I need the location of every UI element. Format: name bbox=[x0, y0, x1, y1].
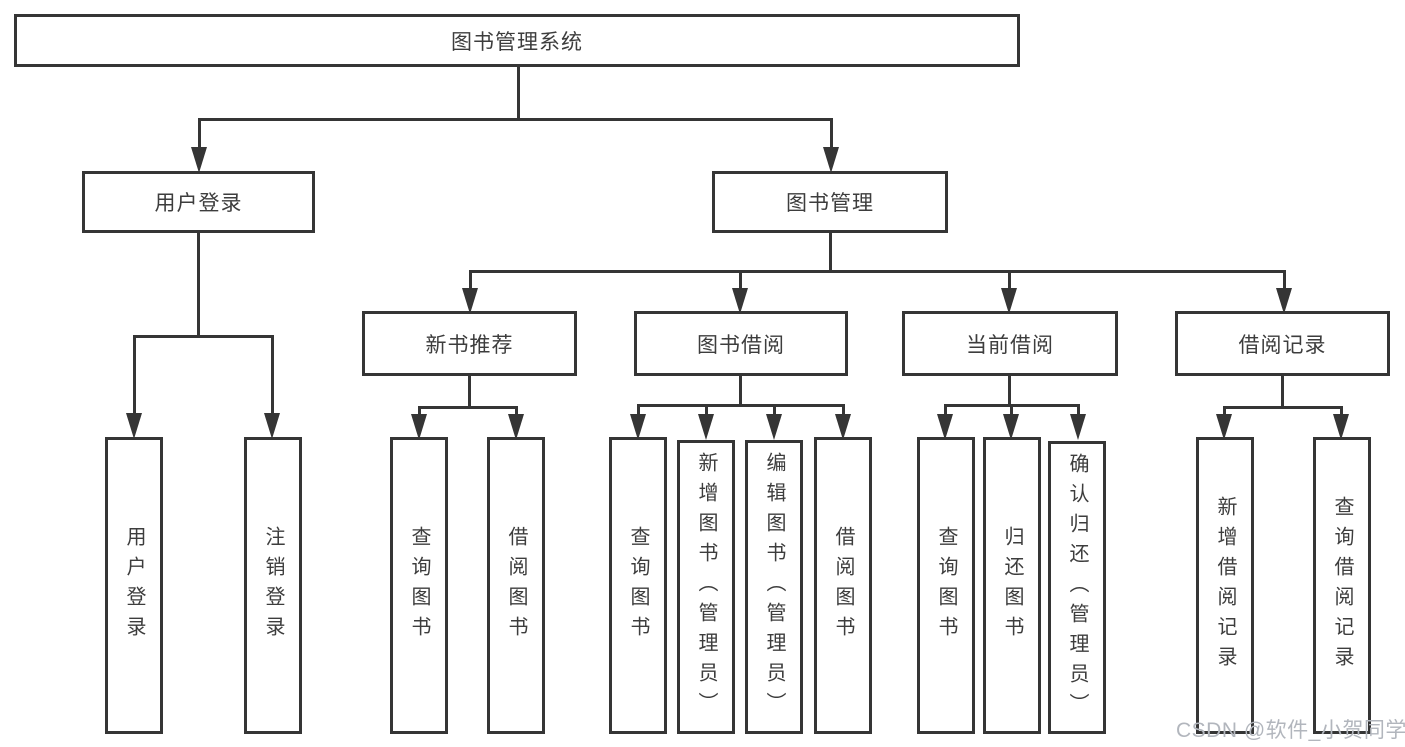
connector-line bbox=[944, 404, 947, 416]
arrow-down-icon bbox=[937, 414, 953, 440]
node-current-borrowing: 当前借阅 bbox=[902, 311, 1118, 376]
arrow-down-icon bbox=[823, 147, 839, 173]
connector-line bbox=[637, 404, 845, 407]
connector-line bbox=[197, 233, 200, 337]
leaf-add-borrow-record: 新增借阅记录 bbox=[1196, 437, 1254, 734]
node-label: 查询图书 bbox=[935, 525, 957, 646]
node-label: 归还图书 bbox=[1001, 525, 1023, 646]
leaf-confirm-return-admin: 确认归还（管理员） bbox=[1048, 441, 1106, 734]
connector-line bbox=[418, 406, 421, 416]
node-label: 注销登录 bbox=[262, 525, 284, 646]
csdn-watermark: CSDN @软件_小贺同学 bbox=[1176, 719, 1405, 742]
node-new-book-recommend: 新书推荐 bbox=[362, 311, 577, 376]
arrow-down-icon bbox=[835, 414, 851, 440]
connector-line bbox=[1077, 404, 1080, 416]
connector-line bbox=[515, 406, 518, 416]
connector-line bbox=[637, 404, 640, 416]
connector-line bbox=[1283, 270, 1286, 290]
connector-line bbox=[1010, 404, 1013, 416]
leaf-query-borrow-record: 查询借阅记录 bbox=[1313, 437, 1371, 734]
node-label: 用户登录 bbox=[154, 192, 243, 215]
arrow-down-icon bbox=[1333, 414, 1349, 440]
arrow-down-icon bbox=[630, 414, 646, 440]
node-label: 当前借阅 bbox=[966, 333, 1054, 357]
arrow-down-icon bbox=[411, 414, 427, 440]
connector-line bbox=[773, 404, 776, 416]
node-label: 图书管理 bbox=[786, 192, 874, 215]
node-label: 编辑图书（管理员） bbox=[763, 452, 785, 722]
connector-line bbox=[271, 335, 274, 415]
node-label: 新增图书（管理员） bbox=[695, 452, 717, 722]
arrow-down-icon bbox=[462, 288, 478, 314]
leaf-logout: 注销登录 bbox=[244, 437, 302, 734]
node-label: 图书管理系统 bbox=[451, 30, 583, 54]
arrow-down-icon bbox=[264, 413, 280, 439]
leaf-return-book: 归还图书 bbox=[983, 437, 1041, 734]
connector-line bbox=[705, 404, 708, 416]
connector-line bbox=[830, 118, 833, 150]
connector-line bbox=[198, 118, 201, 150]
leaf-user-login: 用户登录 bbox=[105, 437, 163, 734]
leaf-borrow-books-borrowing: 借阅图书 bbox=[814, 437, 872, 734]
leaf-borrow-books-recommend: 借阅图书 bbox=[487, 437, 545, 734]
node-borrowing-records: 借阅记录 bbox=[1175, 311, 1390, 376]
arrow-down-icon bbox=[126, 413, 142, 439]
connector-line bbox=[133, 335, 136, 415]
leaf-query-books-borrowing: 查询图书 bbox=[609, 437, 667, 734]
connector-line bbox=[1008, 376, 1011, 406]
connector-line bbox=[1223, 406, 1343, 409]
connector-line bbox=[1340, 406, 1343, 416]
connector-line bbox=[1281, 376, 1284, 408]
node-label: 用户登录 bbox=[123, 525, 145, 646]
node-library-management-system: 图书管理系统 bbox=[14, 14, 1020, 67]
arrow-down-icon bbox=[1276, 288, 1292, 314]
connector-line bbox=[842, 404, 845, 416]
arrow-down-icon bbox=[766, 414, 782, 440]
node-label: 查询借阅记录 bbox=[1331, 495, 1353, 676]
connector-line bbox=[829, 233, 832, 272]
connector-line bbox=[739, 376, 742, 406]
arrow-down-icon bbox=[732, 288, 748, 314]
node-label: 查询图书 bbox=[627, 525, 649, 646]
node-label: 确认归还（管理员） bbox=[1066, 452, 1088, 723]
connector-line bbox=[198, 118, 833, 121]
connector-line bbox=[469, 270, 1286, 273]
arrow-down-icon bbox=[1070, 414, 1086, 440]
connector-line bbox=[1008, 270, 1011, 290]
connector-line bbox=[468, 376, 471, 408]
arrow-down-icon bbox=[1216, 414, 1232, 440]
arrow-down-icon bbox=[1001, 288, 1017, 314]
leaf-add-book-admin: 新增图书（管理员） bbox=[677, 440, 735, 734]
node-label: 借阅记录 bbox=[1238, 333, 1327, 357]
node-label: 新书推荐 bbox=[425, 333, 514, 357]
arrow-down-icon bbox=[1003, 414, 1019, 440]
node-label: 查询图书 bbox=[408, 525, 430, 646]
node-label: 借阅图书 bbox=[505, 525, 527, 646]
connector-line bbox=[133, 335, 274, 338]
node-label: 新增借阅记录 bbox=[1214, 495, 1236, 676]
leaf-edit-book-admin: 编辑图书（管理员） bbox=[745, 440, 803, 734]
node-label: 图书借阅 bbox=[697, 333, 785, 357]
node-book-borrowing: 图书借阅 bbox=[634, 311, 848, 376]
arrow-down-icon bbox=[508, 414, 524, 440]
connector-line bbox=[469, 270, 472, 290]
arrow-down-icon bbox=[191, 147, 207, 173]
leaf-query-books-current: 查询图书 bbox=[917, 437, 975, 734]
connector-line bbox=[517, 67, 520, 120]
connector-line bbox=[418, 406, 518, 409]
leaf-query-books-recommend: 查询图书 bbox=[390, 437, 448, 734]
node-user-login: 用户登录 bbox=[82, 171, 315, 233]
node-label: 借阅图书 bbox=[832, 525, 854, 646]
node-book-management: 图书管理 bbox=[712, 171, 948, 233]
connector-line bbox=[739, 270, 742, 290]
connector-line bbox=[1223, 406, 1226, 416]
arrow-down-icon bbox=[698, 414, 714, 440]
